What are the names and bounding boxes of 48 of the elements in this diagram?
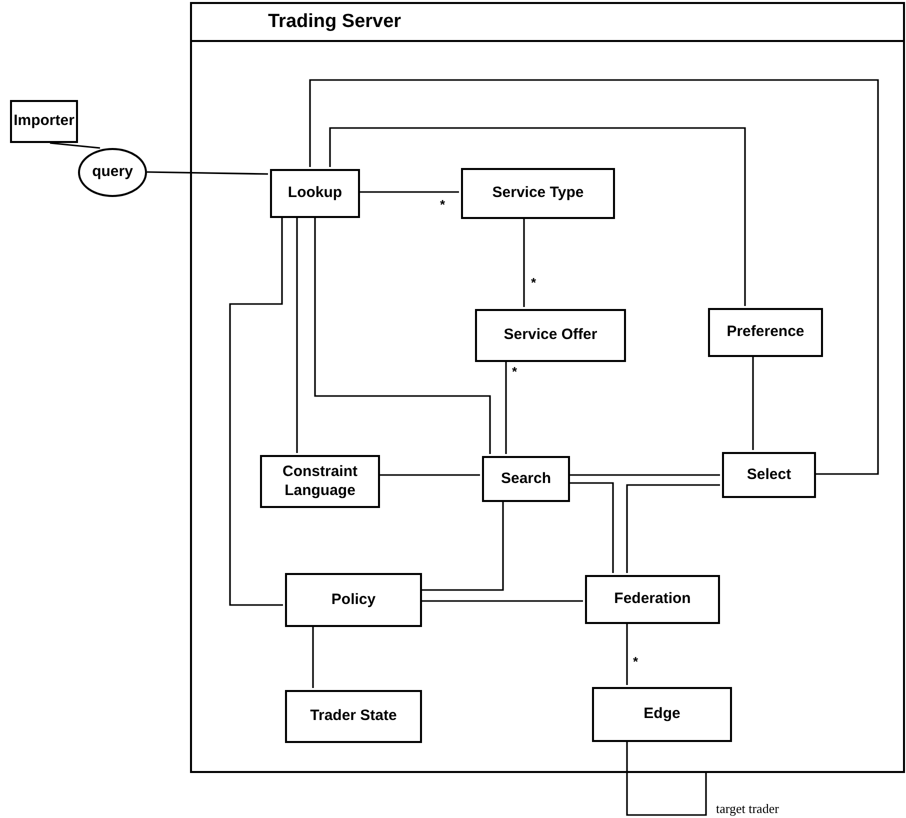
class-box: [10, 100, 78, 143]
connector-line: [420, 500, 504, 591]
class-box: [461, 168, 615, 219]
class-box: [285, 573, 422, 627]
class-box: [285, 690, 422, 743]
class-box: [475, 309, 626, 362]
connector-line: [50, 142, 100, 149]
node-label: Preference: [726, 323, 806, 342]
node-label: Policy: [330, 590, 377, 610]
node-label: Constraint Language: [282, 462, 358, 500]
connector-line: [229, 216, 283, 606]
node-label: Lookup: [286, 184, 344, 203]
connector-line: [505, 360, 507, 454]
edge-label: target trader: [716, 802, 779, 815]
connector-line: [626, 622, 628, 685]
connector-line: [312, 625, 314, 688]
node-label: Service Type: [491, 184, 585, 203]
class-box: [585, 575, 720, 624]
class-box: [260, 455, 380, 508]
connector-line: [296, 216, 298, 453]
node-label: Select: [746, 466, 792, 484]
connector-line: [420, 600, 583, 602]
connector-line: [378, 474, 480, 476]
connector-line: [626, 740, 707, 816]
connector-line: [358, 191, 459, 193]
connector-line: [523, 217, 525, 307]
frame-title: Trading Server: [268, 10, 402, 34]
node-label: Service Offer: [502, 326, 598, 345]
node-label: Trader State: [309, 707, 398, 726]
class-box: [708, 308, 823, 357]
node-label: Importer: [12, 112, 76, 131]
connector-line: [329, 127, 746, 306]
connector-line: [568, 474, 720, 476]
connector-line: [314, 216, 491, 454]
connector-line: [626, 484, 720, 573]
connector-line: [146, 171, 268, 175]
node-label: Federation: [613, 590, 692, 609]
class-box: [270, 169, 360, 218]
node-label: query: [91, 163, 134, 182]
server-frame: [190, 2, 905, 773]
connector-line: [309, 79, 879, 475]
class-box: [722, 452, 816, 498]
class-box: [482, 456, 570, 502]
connector-line: [568, 482, 614, 573]
connector-line: [752, 355, 754, 450]
node-label: Search: [500, 470, 552, 488]
node-label: Edge: [642, 705, 682, 724]
class-box: [592, 687, 732, 742]
